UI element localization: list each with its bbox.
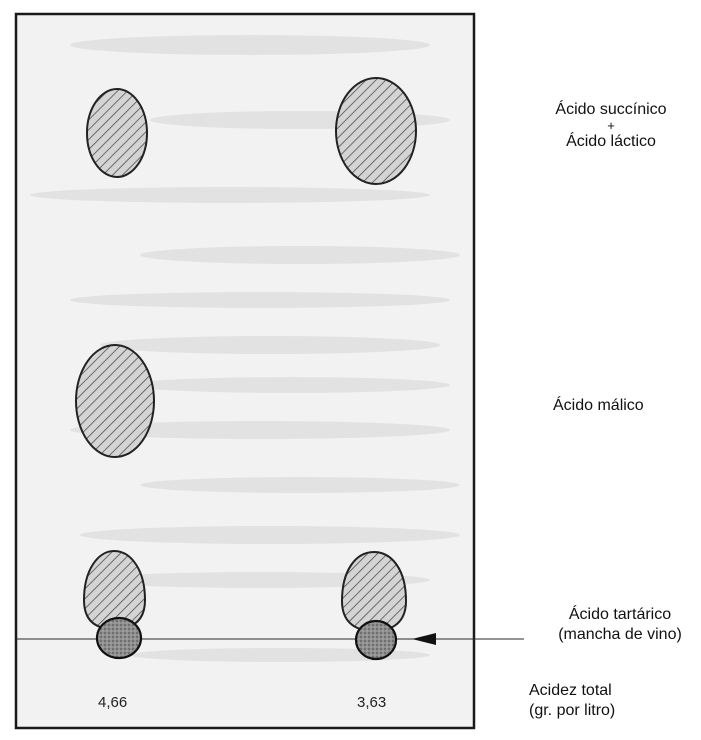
spot-lane2-tartaric [342, 552, 406, 631]
spot-lane2-succinic-lactic [336, 78, 416, 184]
label-wine-spot: (mancha de vino) [540, 625, 700, 645]
label-tartaric-name: Ácido tartárico [540, 605, 700, 625]
acidity-value-lane1: 4,66 [98, 694, 127, 712]
label-units: (gr. por litro) [529, 701, 615, 721]
label-total-acidity-name: Acidez total [529, 681, 615, 701]
label-plus: + [536, 120, 686, 132]
spot-lane1-succinic-lactic [87, 89, 147, 177]
label-succinic: Ácido succínico [536, 100, 686, 120]
label-total-acidity: Acidez total (gr. por litro) [529, 681, 615, 721]
acidity-value-lane2: 3,63 [357, 694, 386, 712]
spot-lane1-malic [76, 345, 154, 457]
label-malic: Ácido málico [553, 396, 644, 416]
spot-lane2-origin [356, 621, 396, 659]
spot-lane1-origin [97, 618, 141, 658]
label-tartaric: Ácido tartárico (mancha de vino) [540, 605, 700, 645]
label-succinic-lactic: Ácido succínico + Ácido láctico [536, 100, 686, 152]
label-lactic: Ácido láctico [536, 132, 686, 152]
